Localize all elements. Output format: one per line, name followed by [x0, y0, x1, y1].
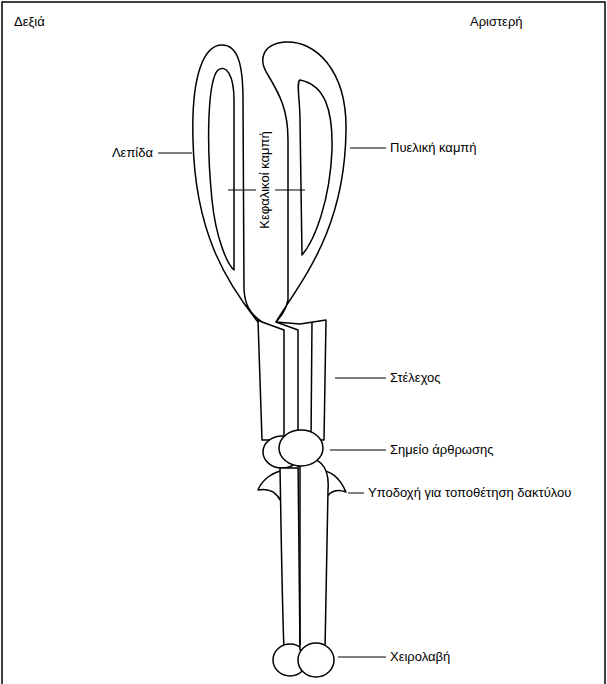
part-label: Αριστερή	[470, 14, 523, 30]
part-label: Χειρολαβή	[390, 649, 450, 665]
right-blade-window	[209, 68, 234, 270]
leader-line	[158, 153, 192, 154]
leader-line	[350, 148, 386, 149]
leader-line	[275, 190, 305, 191]
part-label: Πυελική καμπή	[390, 140, 477, 156]
forceps	[193, 42, 346, 677]
leader-line	[335, 378, 386, 379]
leader-line	[228, 190, 256, 191]
lock-left	[279, 430, 323, 466]
part-label: Σημείο άρθρωσης	[390, 442, 494, 458]
leader-line	[338, 657, 386, 658]
part-label: Λεπίδα	[112, 145, 153, 161]
part-label: Δεξιά	[14, 14, 45, 30]
left-blade	[263, 42, 346, 322]
part-label: Στέλεχος	[390, 370, 441, 386]
handle-seam	[299, 466, 301, 645]
handle-knob-left	[298, 643, 334, 677]
left-shank	[276, 320, 326, 440]
handle-left	[298, 457, 328, 650]
leader-line	[330, 450, 386, 451]
shank-edge	[311, 322, 312, 440]
leader-line	[348, 493, 364, 494]
right-blade	[193, 45, 262, 322]
left-blade-window	[298, 80, 332, 255]
vertical-part-label: Κεφαλικοί καμπή	[257, 131, 273, 228]
right-shank	[258, 320, 284, 440]
leader-lines	[158, 148, 386, 657]
part-label: Υποδοχή για τοποθέτηση δακτύλου	[368, 485, 573, 501]
